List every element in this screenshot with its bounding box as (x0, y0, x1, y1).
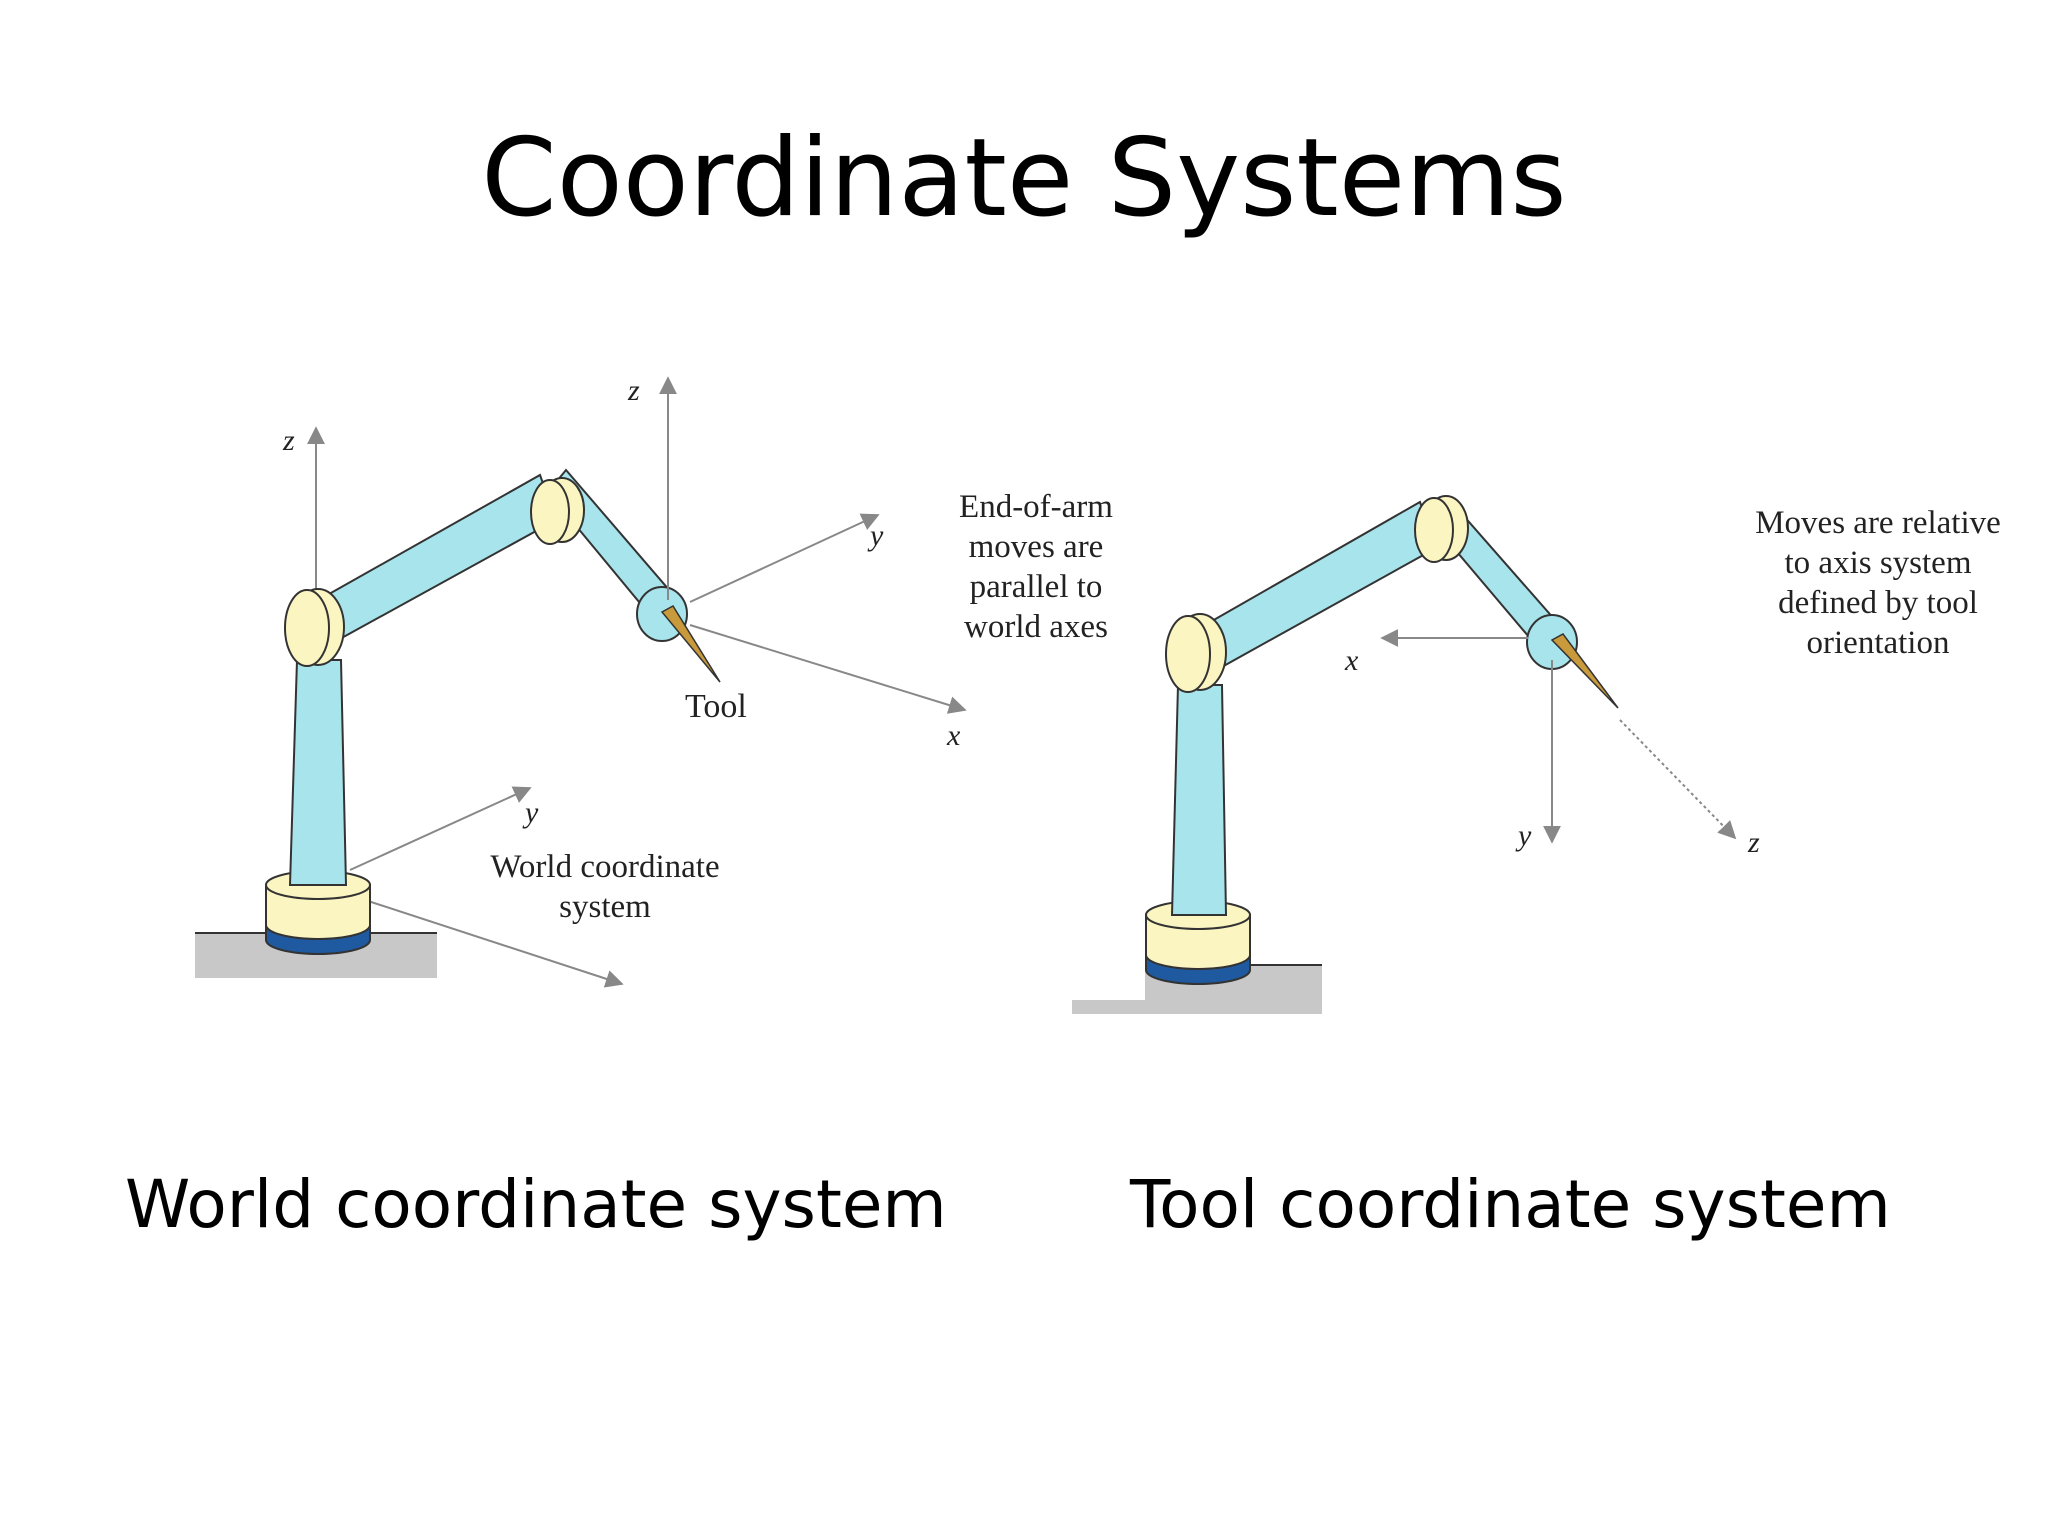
tool-z-label: z (627, 374, 640, 407)
upper-arm (1203, 500, 1438, 670)
tool-y-axis (689, 513, 880, 603)
base-yellow (265, 884, 371, 940)
slide-title: Coordinate Systems (481, 116, 1567, 241)
elbow-joint-front (1414, 497, 1454, 563)
tool-x-label: x (946, 719, 961, 752)
tool-frame-z-axis (1619, 719, 1737, 840)
shoulder-joint-front (284, 589, 330, 667)
upper-arm (320, 473, 558, 642)
caption-world: World coordinate system (125, 1166, 947, 1243)
world-y-axis (349, 786, 532, 871)
tool-frame-x-label: x (1344, 644, 1359, 677)
world-note: End-of-arm moves are parallel to world a… (959, 489, 1113, 645)
tool-note-line: defined by tool (1778, 585, 1978, 621)
tool-tip (1550, 633, 1619, 709)
world-robot (195, 376, 967, 988)
tool-note: Moves are relative to axis system define… (1755, 505, 2001, 661)
tool-note-line: orientation (1807, 625, 1950, 661)
world-note-line: world axes (964, 609, 1108, 645)
column (1170, 684, 1228, 916)
tool-robot (1072, 495, 1737, 1014)
world-note-line: parallel to (970, 569, 1103, 605)
world-z-label: z (282, 424, 295, 457)
tool-frame-z-label: z (1747, 826, 1760, 859)
elbow-joint-front (530, 479, 570, 545)
column (288, 659, 348, 886)
base-yellow (1145, 914, 1251, 970)
world-system-label: World coordinate system (490, 849, 719, 925)
world-system-line: system (559, 889, 651, 925)
world-x-axis (364, 899, 624, 988)
tool-label: Tool (685, 688, 747, 725)
world-note-line: moves are (969, 529, 1104, 565)
tool-note-line: to axis system (1785, 545, 1972, 581)
tool-note-line: Moves are relative (1755, 505, 2001, 541)
world-y-label: y (522, 796, 539, 829)
caption-tool: Tool coordinate system (1130, 1166, 1891, 1243)
world-note-line: End-of-arm (959, 489, 1113, 525)
tool-frame-y-label: y (1515, 819, 1532, 852)
world-system-line: World coordinate (490, 849, 719, 885)
tool-x-axis (689, 624, 967, 714)
tool-y-label: y (867, 519, 884, 552)
tool-tip (660, 605, 721, 683)
shoulder-joint-front (1165, 615, 1211, 693)
